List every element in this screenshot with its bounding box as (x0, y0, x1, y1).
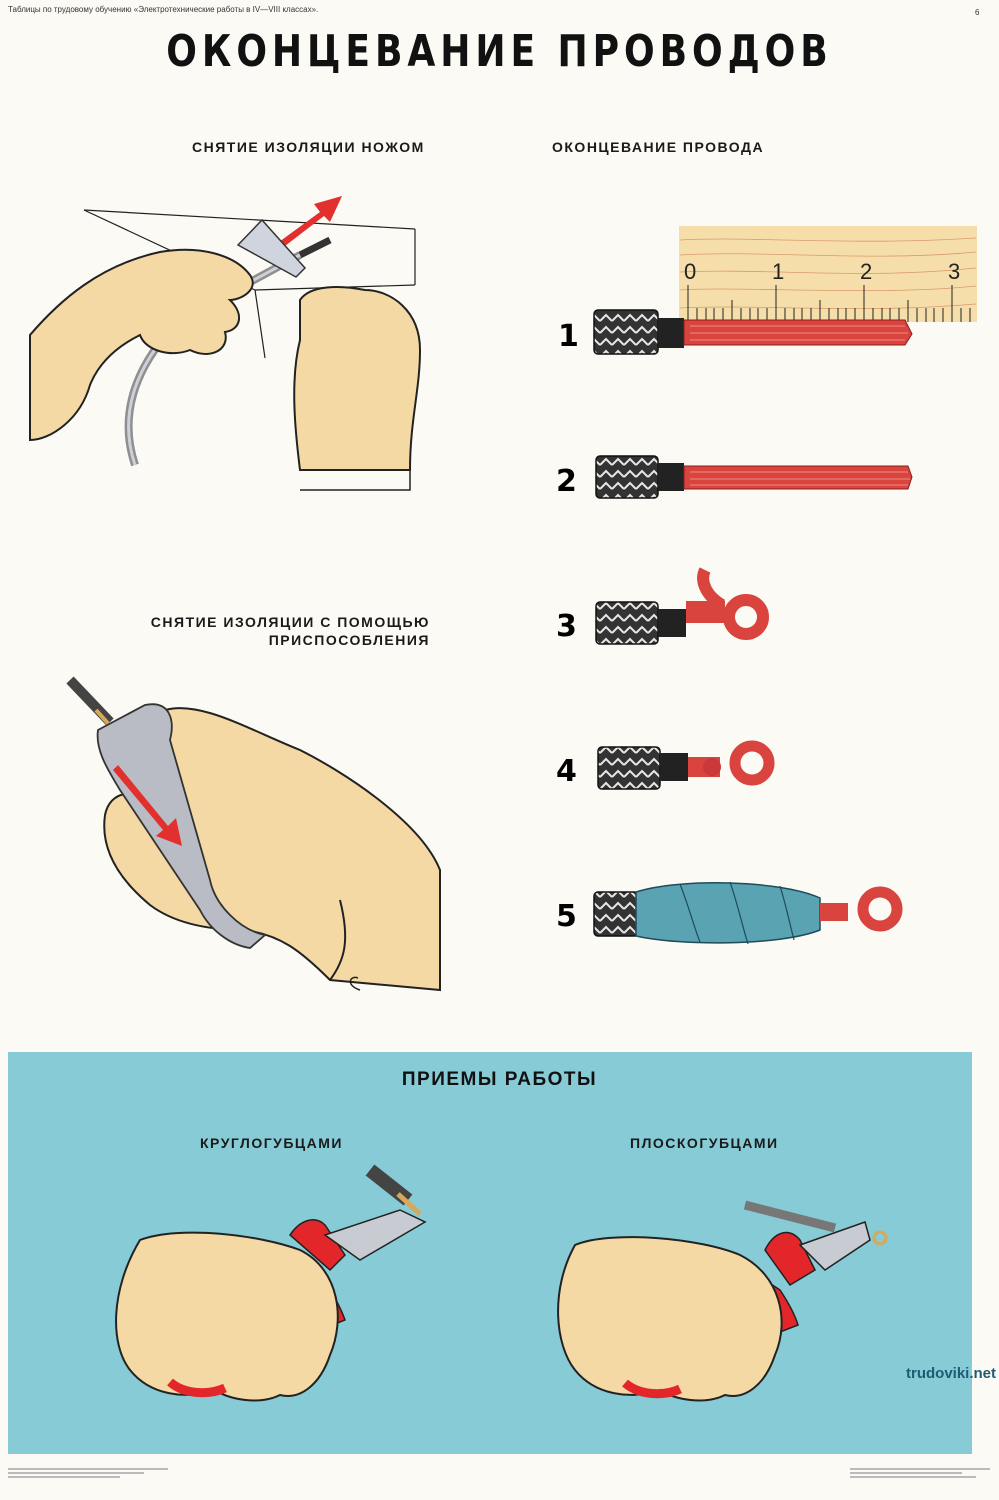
step-number-4: 4 (556, 754, 577, 789)
footer-imprint-left (8, 1466, 168, 1480)
label-round-nose-pliers: КРУГЛОГУБЦАМИ (200, 1135, 343, 1151)
wire-step-1 (593, 309, 913, 355)
wire-step-3 (595, 567, 769, 645)
section-label-wire-ending: ОКОНЦЕВАНИЕ ПРОВОДА (552, 139, 765, 155)
round-nose-pliers-figure (115, 1164, 427, 1402)
wire-step-5 (593, 881, 903, 945)
section-label-tool-line1: СНЯТИЕ ИЗОЛЯЦИИ С ПОМОЩЬЮ (150, 614, 430, 630)
ruler-tick-2: 2 (860, 259, 872, 284)
watermark: trudoviki.net (906, 1365, 997, 1382)
footer-imprint-right (850, 1466, 990, 1480)
section-label-knife: СНЯТИЕ ИЗОЛЯЦИИ НОЖОМ (192, 139, 425, 155)
ruler-tick-1: 1 (772, 259, 784, 284)
page-title: ОКОНЦЕВАНИЕ ПРОВОДОВ (166, 26, 833, 77)
step-number-3: 3 (556, 609, 577, 644)
work-panel-title: ПРИЕМЫ РАБОТЫ (401, 1069, 598, 1090)
section-label-tool: СНЯТИЕ ИЗОЛЯЦИИ С ПОМОЩЬЮ ПРИСПОСОБЛЕНИЯ (130, 613, 430, 649)
series-note: Таблицы по трудовому обучению «Электроте… (8, 5, 319, 14)
wire-step-4 (597, 740, 775, 790)
step-number-1: 1 (558, 319, 579, 354)
step-number-5: 5 (556, 899, 577, 934)
step-number-2: 2 (556, 464, 577, 499)
ruler-tick-3: 3 (948, 259, 960, 284)
ruler: 0 1 2 3 (679, 226, 977, 322)
page-number: 6 (975, 8, 980, 17)
ruler-tick-0: 0 (684, 259, 696, 284)
section-label-tool-line2: ПРИСПОСОБЛЕНИЯ (268, 632, 430, 648)
label-flat-nose-pliers: ПЛОСКОГУБЦАМИ (630, 1135, 779, 1151)
wire-step-2 (595, 455, 913, 499)
flat-nose-pliers-figure (557, 1200, 888, 1402)
